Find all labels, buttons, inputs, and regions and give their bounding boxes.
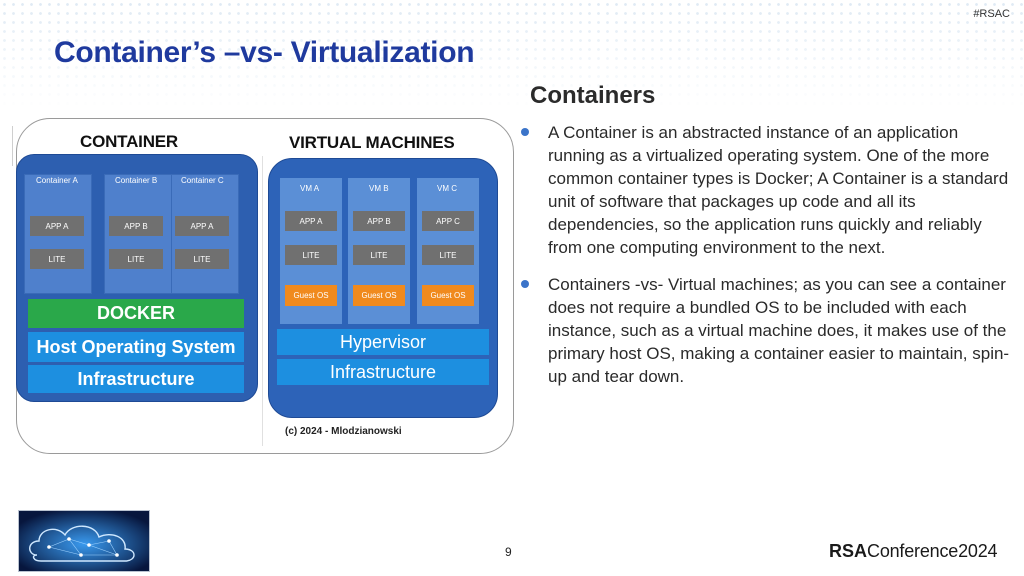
lite-box: LITE [422, 245, 474, 265]
app-box: APP C [422, 211, 474, 231]
container-label: Container C [181, 176, 224, 185]
hashtag-label: #RSAC [973, 8, 1010, 20]
bullet-icon [521, 128, 529, 136]
bullet-text: Containers -vs- Virtual machines; as you… [548, 275, 1010, 386]
bullet-item: A Container is an abstracted instance of… [520, 121, 1010, 259]
logo-suffix: Conference [867, 541, 959, 561]
hypervisor-bar: Hypervisor [277, 329, 489, 355]
container-infrastructure-bar: Infrastructure [28, 365, 244, 393]
lite-box: LITE [30, 249, 84, 269]
section-heading: Containers [530, 82, 656, 109]
host-os-bar: Host Operating System [28, 332, 244, 362]
lite-box: LITE [285, 245, 337, 265]
guest-os-box: Guest OS [285, 285, 337, 306]
page-number: 9 [505, 545, 512, 559]
container-panel-title: CONTAINER [80, 132, 178, 151]
bullet-item: Containers -vs- Virtual machines; as you… [520, 273, 1010, 388]
guest-os-box: Guest OS [353, 285, 405, 306]
vm-infrastructure-bar: Infrastructure [277, 359, 489, 385]
lite-box: LITE [109, 249, 163, 269]
app-box: APP A [175, 216, 229, 236]
app-box: APP A [285, 211, 337, 231]
container-vs-vm-diagram: CONTAINER Container A APP A LITE Contain… [12, 118, 514, 454]
bullet-icon [521, 280, 529, 288]
vm-label: VM A [300, 184, 320, 193]
slide-title: Container’s –vs- Virtualization [54, 36, 475, 69]
frame-divider [262, 156, 263, 446]
copyright-label: (c) 2024 - Mlodzianowski [285, 426, 402, 437]
app-box: APP B [109, 216, 163, 236]
network-cloud-image [18, 510, 150, 572]
guest-os-box: Guest OS [422, 285, 474, 306]
vm-label: VM C [437, 184, 457, 193]
logo-prefix: RSA [829, 541, 868, 561]
container-label: Container B [115, 176, 158, 185]
vm-label: VM B [369, 184, 389, 193]
bullet-list: A Container is an abstracted instance of… [520, 121, 1010, 402]
lite-box: LITE [175, 249, 229, 269]
lite-box: LITE [353, 245, 405, 265]
dot-pattern-background [0, 0, 1024, 110]
frame-divider [12, 126, 13, 166]
app-box: APP B [353, 211, 405, 231]
network-cloud-illustration [19, 511, 149, 571]
container-label: Container A [36, 176, 78, 185]
logo-year: 2024 [958, 541, 998, 561]
app-box: APP A [30, 216, 84, 236]
bullet-text: A Container is an abstracted instance of… [548, 123, 1009, 257]
docker-bar: DOCKER [28, 299, 244, 328]
rsa-conference-logo: RSAConference2024 [829, 541, 998, 562]
vm-panel-title: VIRTUAL MACHINES [289, 133, 455, 152]
